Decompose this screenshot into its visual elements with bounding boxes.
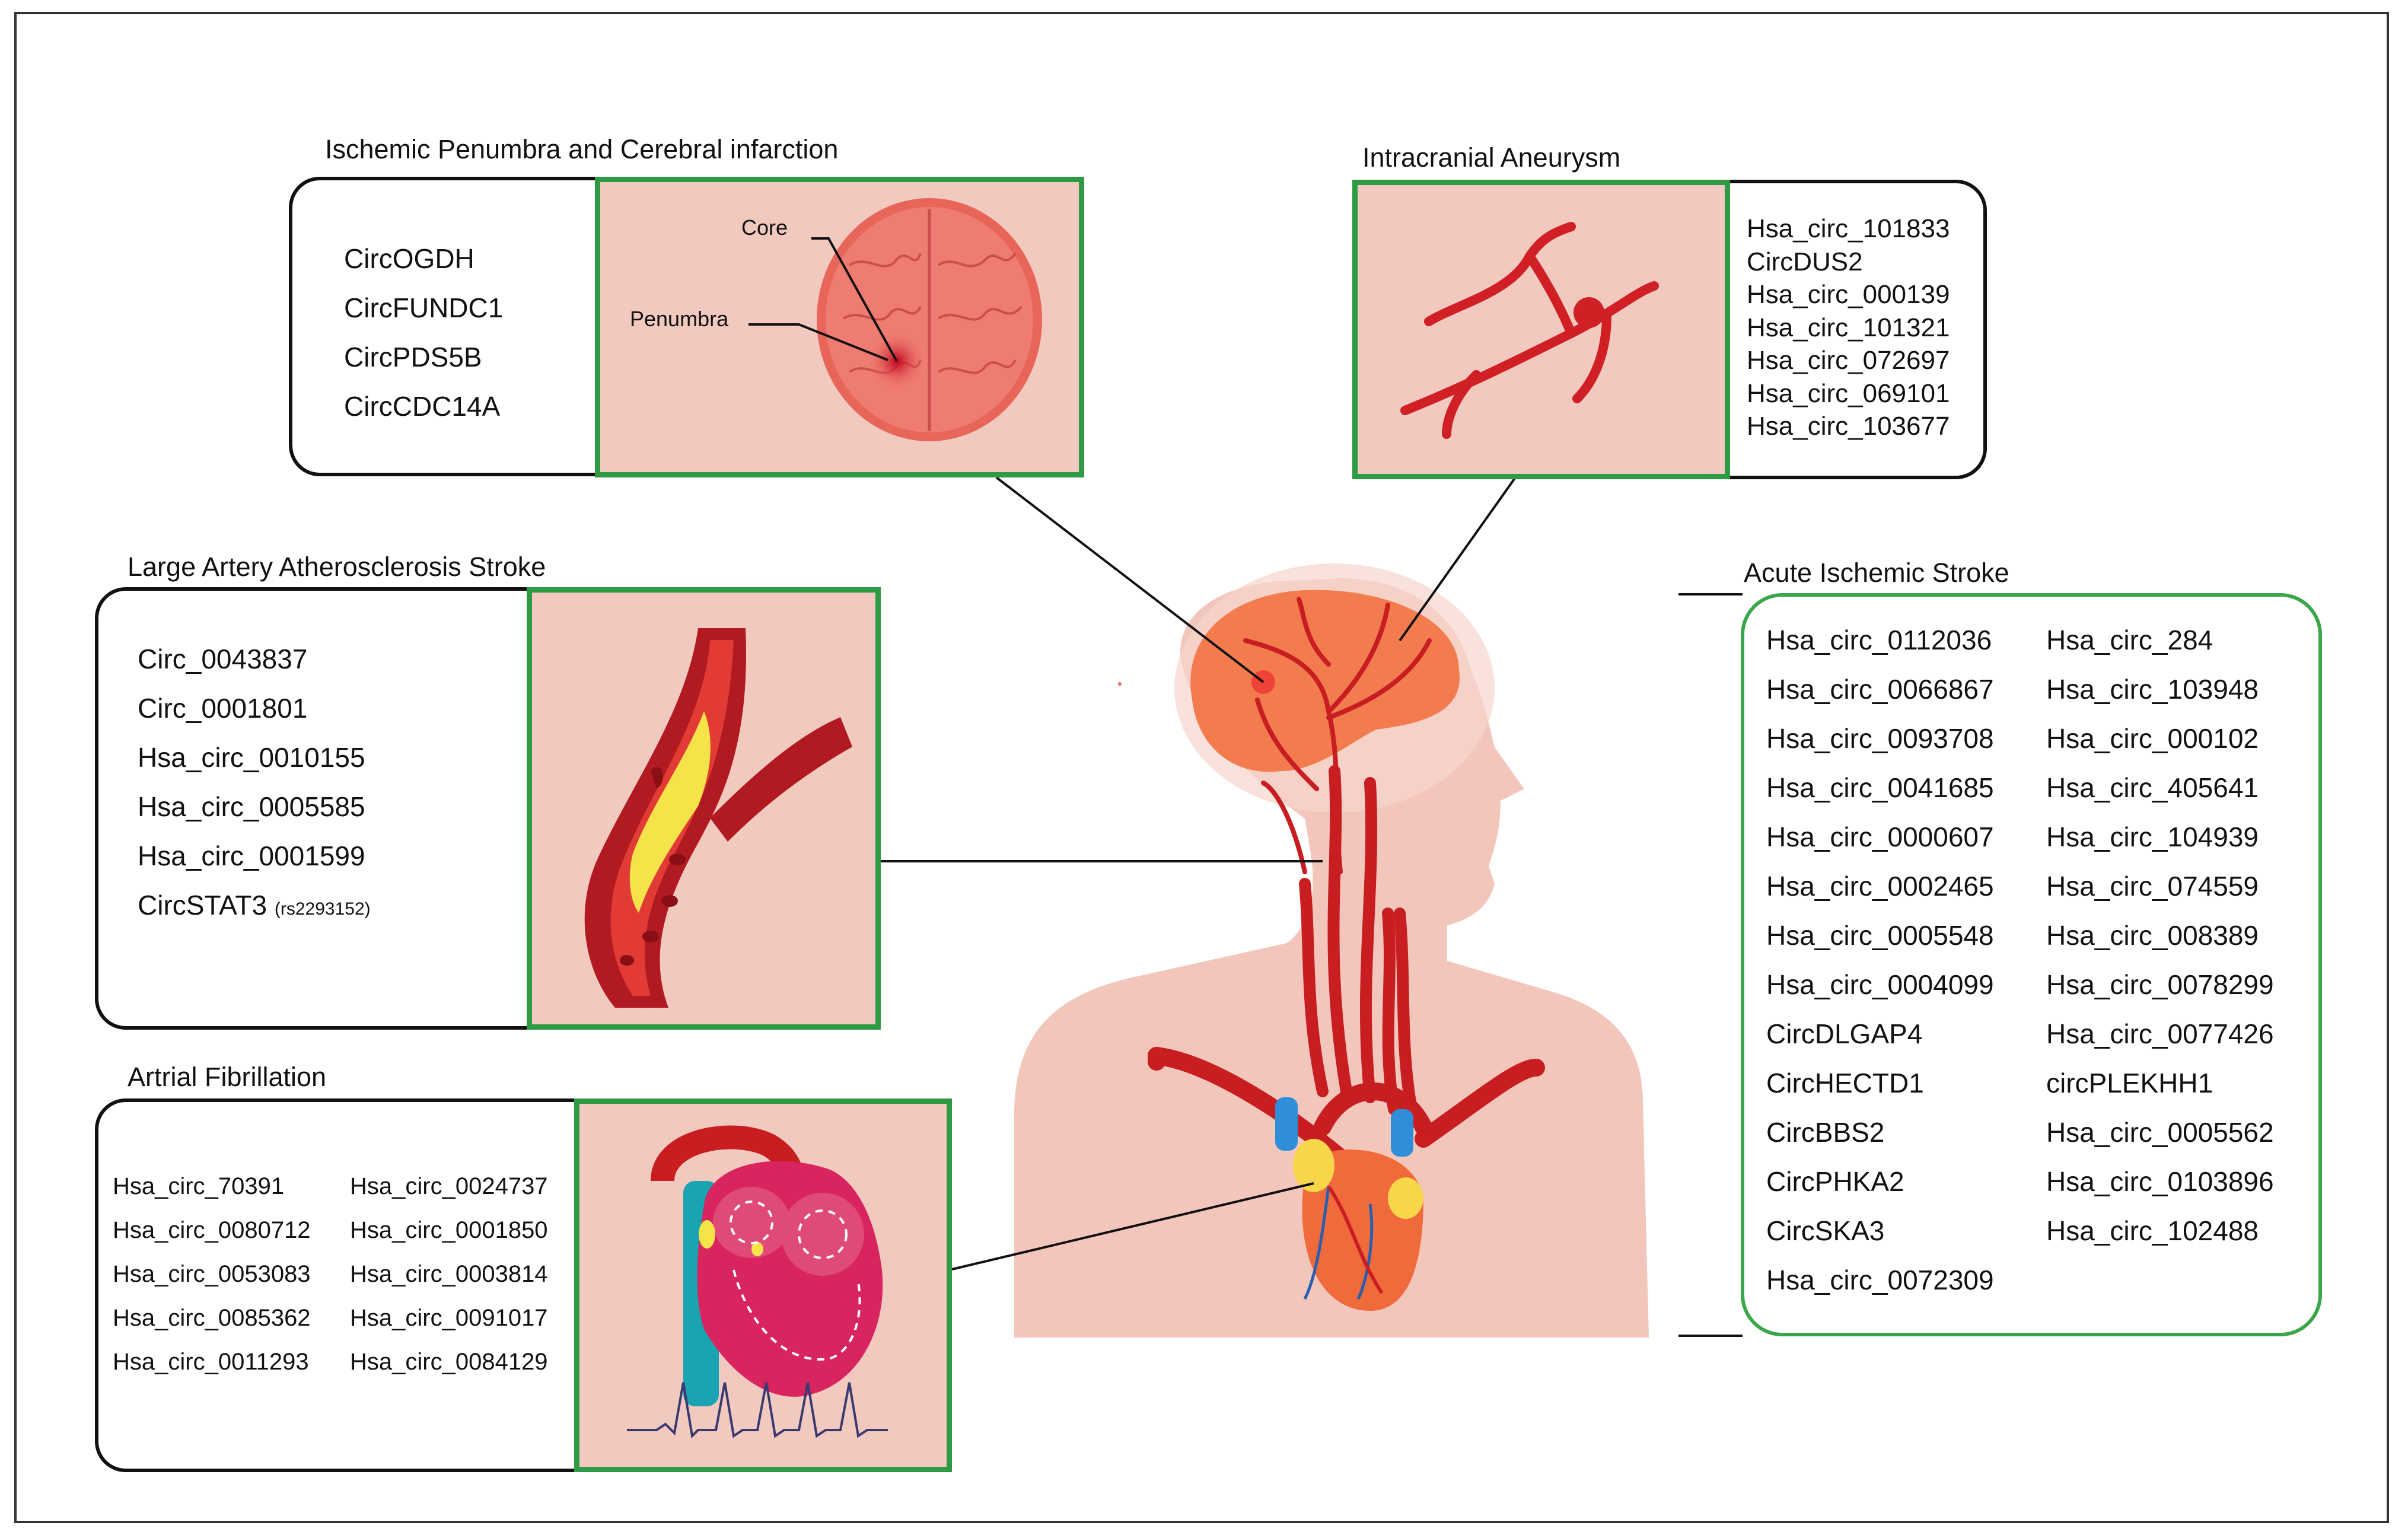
af-col2: Hsa_circ_0024737 Hsa_circ_0001850 Hsa_ci…	[350, 1164, 548, 1384]
laas-title: Large Artery Atherosclerosis Stroke	[128, 552, 546, 582]
ais-title: Acute Ischemic Stroke	[1744, 558, 2009, 588]
list-item-label: CircSTAT3	[138, 890, 267, 921]
list-item: CircPDS5B	[344, 342, 482, 372]
list-item: Hsa_circ_0000607	[1766, 821, 1994, 852]
core-label: Core	[741, 215, 788, 240]
laas-image-panel	[527, 587, 881, 1030]
list-item: CircCDC14A	[344, 391, 501, 422]
list-item: Circ_0043837	[138, 644, 308, 674]
list-item: Hsa_circ_069101	[1747, 378, 1950, 408]
aneurysm-title: Intracranial Aneurysm	[1362, 142, 1621, 173]
laas-list: Circ_0043837 Circ_0001801 Hsa_circ_00101…	[138, 635, 371, 934]
ais-col2: Hsa_circ_284 Hsa_circ_103948 Hsa_circ_00…	[2046, 616, 2274, 1256]
ais-col1: Hsa_circ_0112036 Hsa_circ_0066867 Hsa_ci…	[1766, 616, 1994, 1305]
list-item: CircBBS2	[1766, 1117, 1885, 1148]
list-item: Hsa_circ_0041685	[1766, 772, 1994, 803]
aneurysm-image-panel	[1352, 180, 1730, 479]
aneurysm-vessel	[1400, 222, 1659, 439]
af-title: Artrial Fibrillation	[128, 1062, 327, 1092]
list-item: Hsa_circ_0080712	[113, 1217, 311, 1243]
brain-shape	[1190, 590, 1460, 772]
penumbra-label: Penumbra	[630, 307, 729, 331]
list-item: Hsa_circ_0010155	[138, 742, 365, 773]
figure-frame	[14, 12, 2389, 1523]
list-item: Circ_0001801	[138, 693, 308, 724]
list-item: CircSKA3	[1766, 1215, 1885, 1246]
list-item: Hsa_circ_0066867	[1766, 674, 1994, 705]
list-item: Hsa_circ_405641	[2046, 772, 2259, 803]
list-item: Hsa_circ_0078299	[2046, 969, 2274, 1000]
list-item: Hsa_circ_0084129	[350, 1349, 548, 1375]
snp-note: (rs2293152)	[274, 899, 371, 919]
list-item: Hsa_circ_102488	[2046, 1215, 2259, 1246]
list-item: CircOGDH	[344, 243, 474, 274]
list-item: Hsa_circ_0001850	[350, 1217, 548, 1243]
list-item: Hsa_circ_0005562	[2046, 1117, 2274, 1148]
ischemic-image-panel: Core Penumbra	[595, 177, 1084, 477]
ais-textbox	[1741, 593, 2322, 1336]
list-item: Hsa_circ_0024737	[350, 1173, 548, 1199]
list-item: Hsa_circ_0005585	[138, 791, 365, 822]
list-item: CircDLGAP4	[1766, 1018, 1923, 1049]
list-item: Hsa_circ_0011293	[113, 1349, 309, 1375]
list-item: Hsa_circ_0093708	[1766, 723, 1994, 754]
list-item: Hsa_circ_0002465	[1766, 871, 1994, 902]
list-item: Hsa_circ_104939	[2046, 821, 2259, 852]
brain-top-view	[748, 198, 1042, 441]
list-item: Hsa_circ_101833	[1747, 214, 1950, 243]
list-item: Hsa_circ_0004099	[1766, 969, 1994, 1000]
list-item: Hsa_circ_0091017	[350, 1305, 548, 1331]
list-item: Hsa_circ_70391	[113, 1173, 285, 1199]
list-item: Hsa_circ_008389	[2046, 920, 2259, 951]
list-item: Hsa_circ_0001599	[138, 840, 365, 871]
list-item: Hsa_circ_0053083	[113, 1261, 311, 1287]
list-item: CircHECTD1	[1766, 1068, 1924, 1098]
list-item: Hsa_circ_0112036	[1766, 625, 1992, 655]
list-item: Hsa_circ_0077426	[2046, 1018, 2274, 1049]
list-item: Hsa_circ_284	[2046, 625, 2213, 655]
list-item: Hsa_circ_072697	[1747, 346, 1950, 375]
connector-af	[951, 1182, 1314, 1270]
list-item: Hsa_circ_103677	[1747, 412, 1950, 441]
af-image-panel	[574, 1098, 952, 1472]
list-item: Hsa_circ_0005548	[1766, 920, 1994, 951]
list-item: Hsa_circ_0085362	[113, 1305, 311, 1331]
list-item: Hsa_circ_0003814	[350, 1261, 548, 1287]
list-item: CircSTAT3 (rs2293152)	[138, 881, 371, 934]
list-item: circPLEKHH1	[2046, 1068, 2213, 1098]
aneurysm-list: Hsa_circ_101833 CircDUS2 Hsa_circ_000139…	[1747, 212, 1950, 443]
list-item: CircDUS2	[1747, 247, 1863, 276]
ischemic-title: Ischemic Penumbra and Cerebral infarctio…	[325, 134, 839, 164]
atherosclerotic-artery	[584, 628, 852, 1008]
list-item: Hsa_circ_000139	[1747, 280, 1950, 309]
list-item: CircPHKA2	[1766, 1166, 1904, 1197]
list-item: Hsa_circ_074559	[2046, 871, 2259, 902]
ischemic-list: CircOGDH CircFUNDC1 CircPDS5B CircCDC14A	[344, 234, 503, 431]
list-item: Hsa_circ_0103896	[2046, 1166, 2274, 1197]
list-item: CircFUNDC1	[344, 292, 504, 323]
list-item: Hsa_circ_000102	[2046, 723, 2259, 754]
list-item: Hsa_circ_0072309	[1766, 1265, 1994, 1295]
connector-ischemic	[995, 476, 1264, 683]
list-item: Hsa_circ_101321	[1747, 313, 1950, 342]
af-col1: Hsa_circ_70391 Hsa_circ_0080712 Hsa_circ…	[113, 1164, 311, 1384]
heart-af	[627, 1125, 888, 1439]
list-item: Hsa_circ_103948	[2046, 674, 2259, 705]
connector-aneurysm	[1399, 476, 1517, 642]
